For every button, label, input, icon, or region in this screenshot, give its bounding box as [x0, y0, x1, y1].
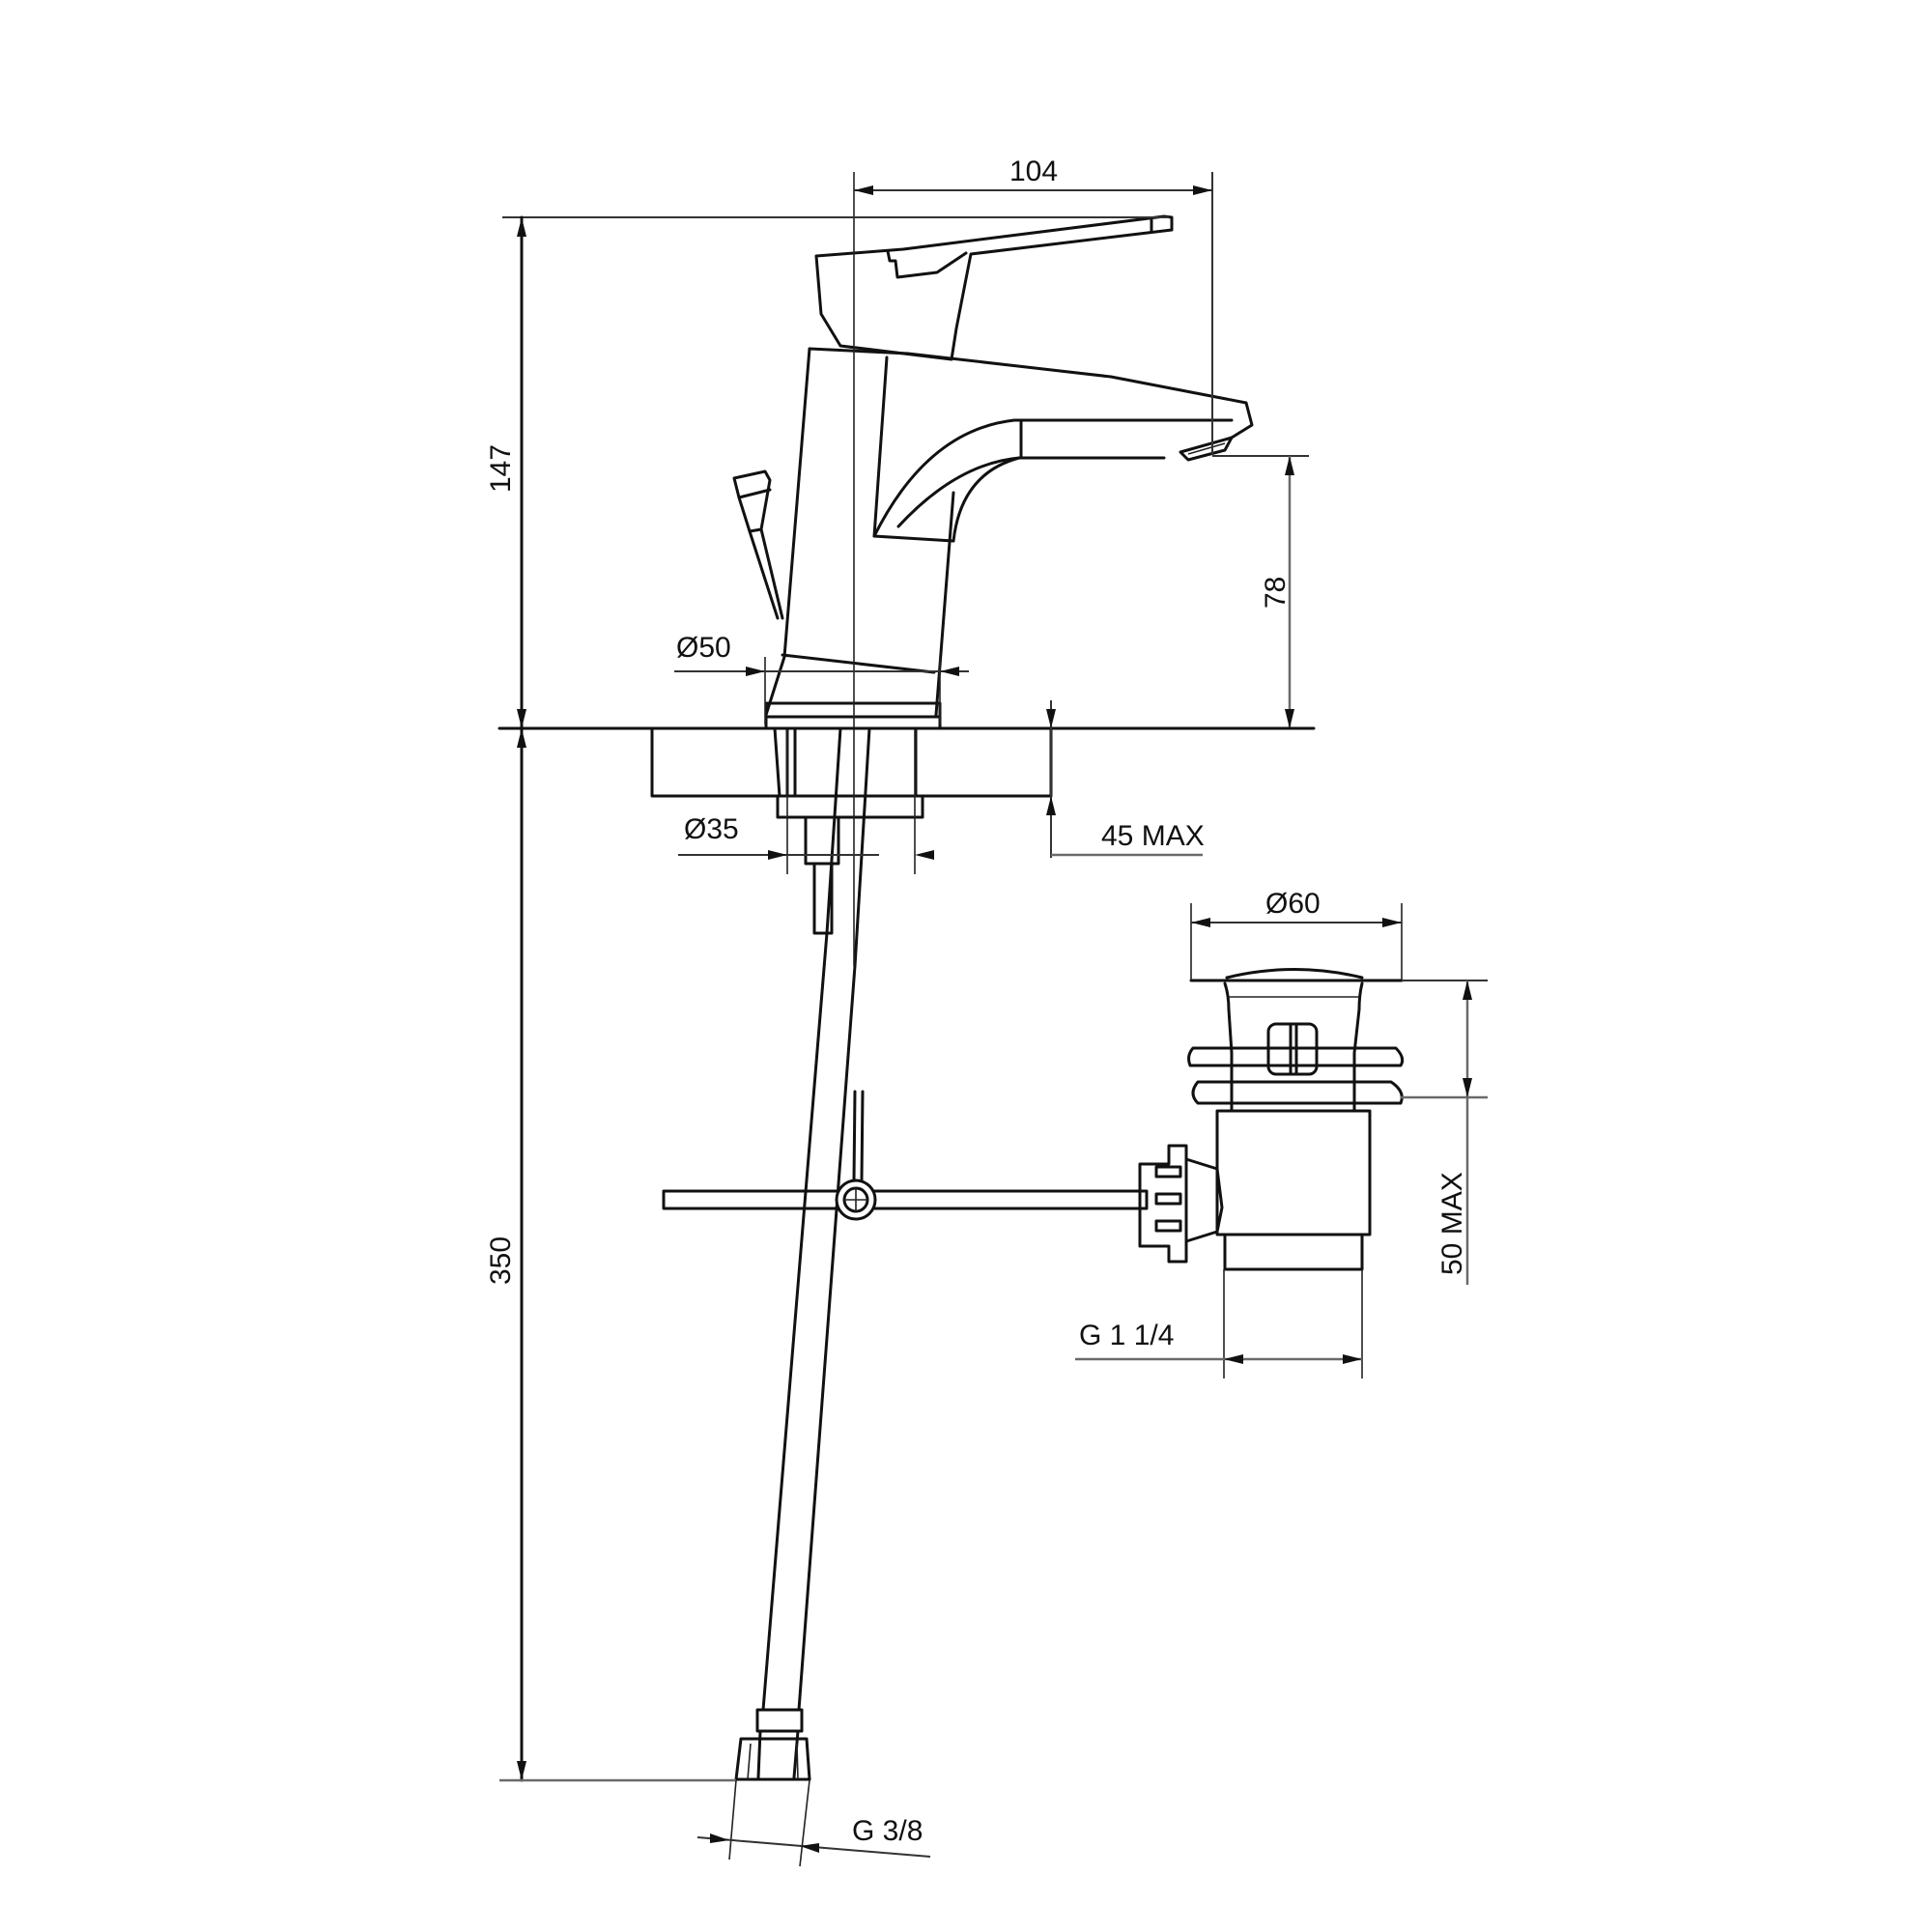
dimension-spout-reach: 104	[853, 156, 1213, 966]
dimension-waste-thread: G 1 1/4	[1075, 1269, 1363, 1378]
dimension-total-height: 147	[485, 215, 1169, 730]
dim-label-g-1-1-4: G 1 1/4	[1079, 1320, 1174, 1351]
dim-label-g-3-8: G 3/8	[852, 1815, 923, 1847]
lever-handle	[814, 214, 1174, 361]
pop-up-knob	[732, 469, 784, 620]
dim-label-50-max: 50 MAX	[1436, 1172, 1468, 1275]
dimension-spout-height: 78	[1212, 455, 1309, 728]
fixing-stud	[773, 726, 916, 935]
flexible-hose	[734, 726, 871, 1781]
dim-label-78: 78	[1260, 577, 1292, 609]
dimension-below-deck: 350	[485, 726, 736, 1782]
dim-label-104: 104	[1009, 156, 1058, 187]
dimension-waste-diameter: Ø60	[1190, 888, 1403, 980]
dimension-deck-thickness: 45 MAX	[1046, 700, 1205, 858]
dimension-hole-diameter: Ø35	[678, 813, 934, 860]
dim-label-147: 147	[485, 444, 517, 493]
dim-label-45-max: 45 MAX	[1101, 820, 1205, 852]
dim-label-diameter-60: Ø60	[1265, 888, 1321, 920]
spout	[872, 401, 1254, 543]
countertop-section	[650, 726, 1053, 819]
pop-up-waste	[1138, 968, 1405, 1271]
dim-label-diameter-50: Ø50	[676, 632, 731, 664]
dim-label-diameter-35: Ø35	[684, 813, 739, 845]
linkage-rod	[662, 1090, 1149, 1221]
dimension-waste-deck-thickness: 50 MAX	[1401, 980, 1488, 1285]
dimension-base-diameter: Ø50	[674, 632, 969, 724]
dim-label-350: 350	[485, 1236, 517, 1285]
dimension-hose-thread: G 3/8	[696, 1779, 931, 1867]
